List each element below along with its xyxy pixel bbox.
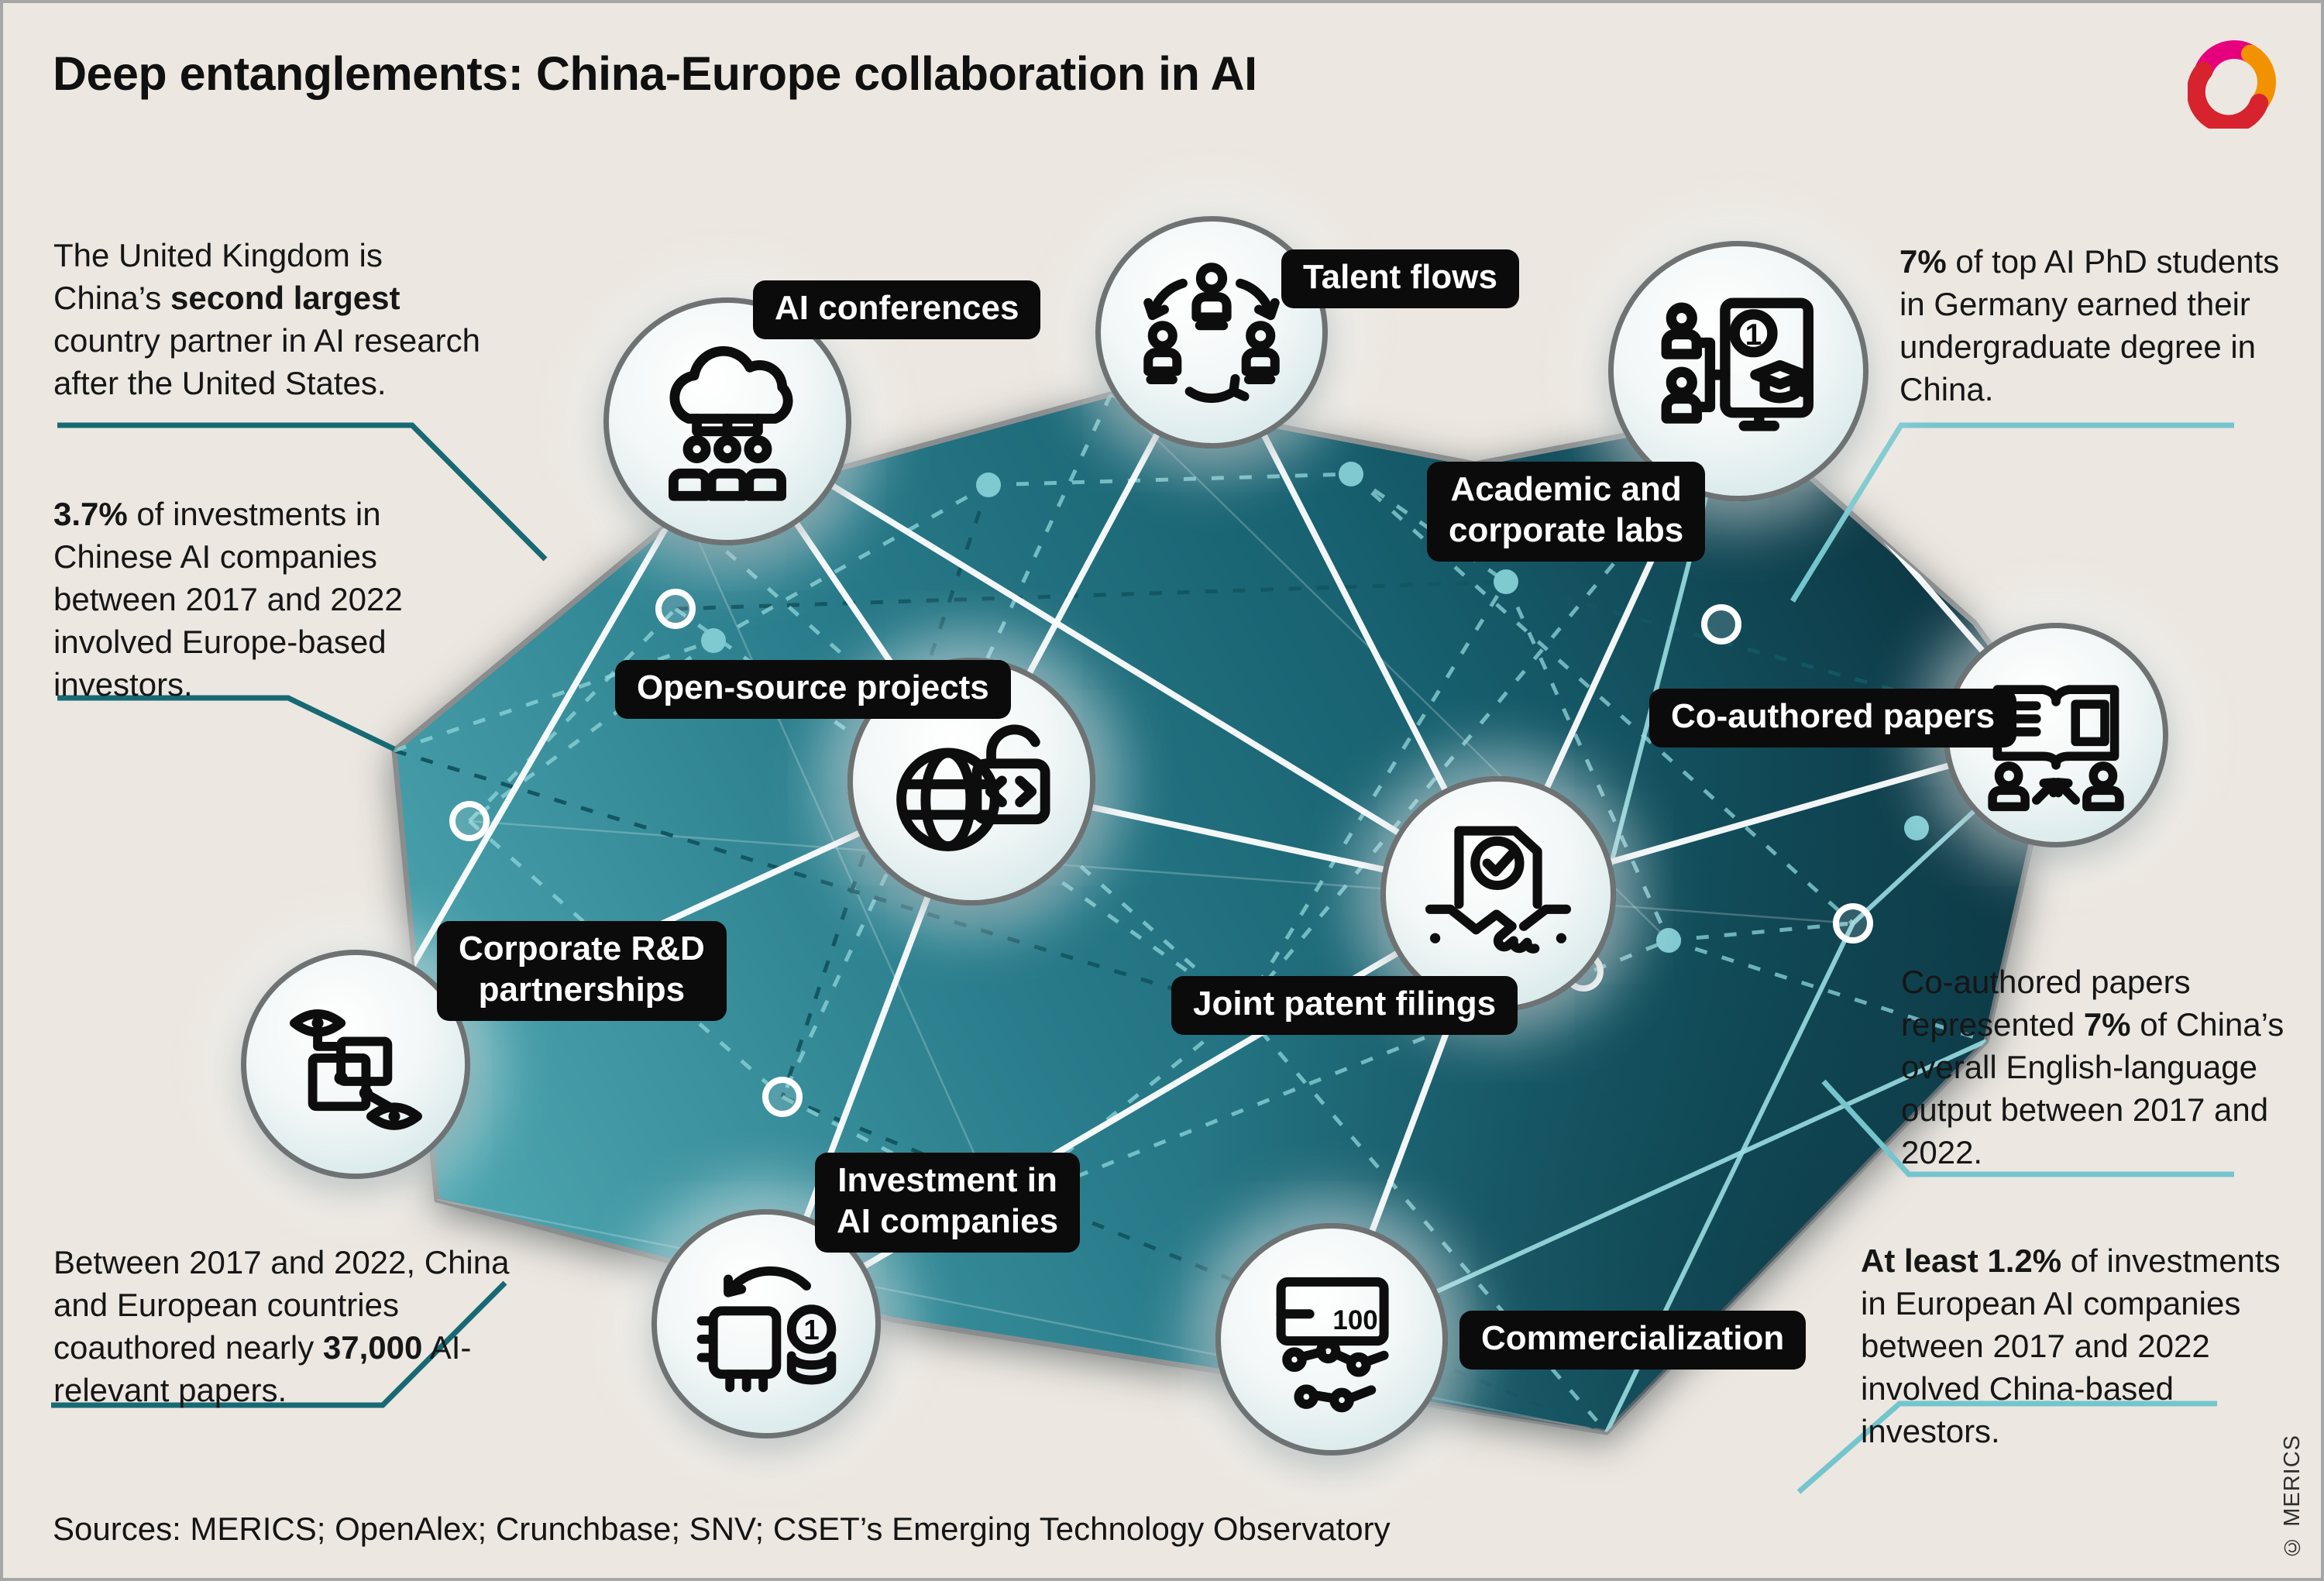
annotation-connector-coauthored-papers-count xyxy=(51,1280,507,1408)
annotation-coauthored-papers-count: Between 2017 and 2022, China and Europea… xyxy=(53,1244,510,1409)
node-label-open-source-projects: Open-source projects xyxy=(615,660,1011,719)
talent-flows-icon xyxy=(1143,263,1280,403)
academic-labs-icon: 1 xyxy=(1661,297,1813,431)
node-label-ai-conferences: AI conferences xyxy=(753,280,1041,339)
svg-text:1: 1 xyxy=(1745,318,1762,352)
annotation-connector-uk-second-largest xyxy=(57,422,548,562)
open-source-icon xyxy=(896,724,1050,851)
copyright-text: © MERICS xyxy=(2280,1435,2305,1559)
commercialization-icon: 100 xyxy=(1276,1277,1389,1413)
annotation-phd-students-germany: 7% of top AI PhD students in Germany ear… xyxy=(1899,243,2280,408)
node-label-commercialization: Commercialization xyxy=(1459,1311,1807,1370)
node-joint-patent-filings xyxy=(1380,776,1616,1012)
ai-conferences-icon xyxy=(669,345,793,501)
sources-text: Sources: MERICS; OpenAlex; Crunchbase; S… xyxy=(53,1511,1391,1547)
page-title: Deep entanglements: China-Europe collabo… xyxy=(53,47,1257,100)
collaboration-network xyxy=(51,391,2234,1494)
node-commercialization: 100 xyxy=(1215,1223,1448,1456)
annotation-investments-european-ai: At least 1.2% of investments in European… xyxy=(1861,1242,2281,1450)
svg-text:1: 1 xyxy=(803,1313,819,1345)
node-academic-corporate-labs: 1 xyxy=(1608,241,1868,501)
annotation-coauthored-papers-share: Co-authored papers represented 7% of Chi… xyxy=(1901,964,2284,1171)
merics-logo-icon xyxy=(2188,40,2276,129)
node-label-joint-patent-filings: Joint patent filings xyxy=(1171,976,1518,1035)
annotation-investments-chinese-ai: 3.7% of investments in Chinese AI compan… xyxy=(53,496,403,703)
annotation-uk-second-largest: The United Kingdom is China’s second lar… xyxy=(53,237,480,402)
co-authored-icon xyxy=(1988,685,2124,812)
corporate-rd-icon xyxy=(289,1009,422,1130)
annotation-connector-coauthored-papers-share xyxy=(1821,1079,2234,1177)
joint-patent-icon xyxy=(1425,826,1572,954)
annotation-connector-phd-students-germany xyxy=(1790,422,2234,603)
node-label-co-authored-papers: Co-authored papers xyxy=(1649,689,2017,748)
investment-icon: 1 xyxy=(696,1266,836,1392)
annotation-connector-investments-chinese-ai xyxy=(57,695,396,752)
node-label-talent-flows: Talent flows xyxy=(1281,249,1519,308)
svg-text:100: 100 xyxy=(1332,1305,1377,1335)
annotation-connector-investments-european-ai xyxy=(1796,1401,2217,1494)
node-corporate-rd-partnerships xyxy=(241,950,470,1179)
